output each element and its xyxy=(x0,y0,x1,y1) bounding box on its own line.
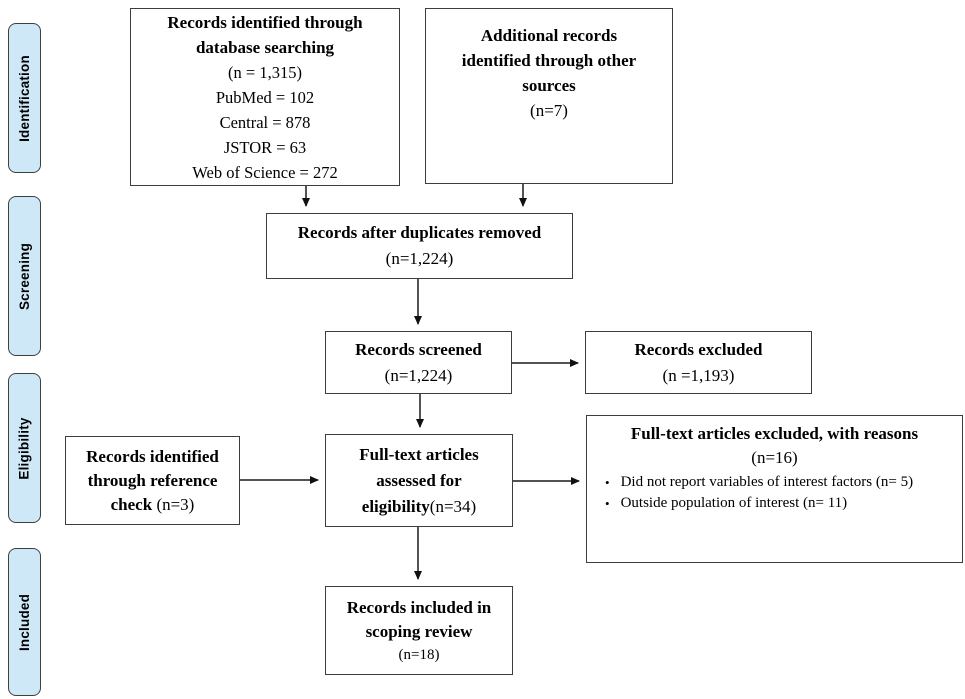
exclusion-reasons-list: • Did not report variables of interest fa… xyxy=(597,472,952,514)
stage-included: Included xyxy=(8,548,41,696)
exclusion-reason-item: • Outside population of interest (n= 11) xyxy=(597,493,952,514)
box-fulltext-assessed-text: Full-text articles assessed for eligibil… xyxy=(336,442,502,520)
box-records-excluded-title: Records excluded xyxy=(634,339,763,359)
box-reference-check-title: Records identified through reference che… xyxy=(86,446,219,514)
box-records-excluded: Records excluded (n =1,193) xyxy=(585,331,812,394)
exclusion-reason-text: Did not report variables of interest fac… xyxy=(620,474,914,490)
box-duplicates-removed: Records after duplicates removed (n=1,22… xyxy=(266,213,573,279)
box-records-included-title: Records included in scoping review xyxy=(346,597,492,641)
box-fulltext-excluded-n: (n=16) xyxy=(751,448,798,467)
box-reference-check-n: (n=3) xyxy=(156,494,195,514)
stage-screening: Screening xyxy=(8,196,41,356)
bullet-icon: • xyxy=(605,475,610,490)
box-reference-check: Records identified through reference che… xyxy=(65,436,240,525)
stage-identification: Identification xyxy=(8,23,41,173)
bullet-icon: • xyxy=(605,496,610,511)
box-records-screened: Records screened (n=1,224) xyxy=(325,331,512,394)
box-additional-records: Additional records identified through ot… xyxy=(425,8,673,184)
box-additional-records-n: (n=7) xyxy=(530,101,568,120)
source-web-of-science: Web of Science = 272 xyxy=(192,162,338,182)
stage-identification-label: Identification xyxy=(17,54,32,142)
source-central: Central = 878 xyxy=(219,112,311,132)
box-records-excluded-n: (n =1,193) xyxy=(662,365,735,385)
stage-eligibility: Eligibility xyxy=(8,373,41,523)
stage-screening-label: Screening xyxy=(17,242,33,310)
box-additional-records-title: Additional records identified through ot… xyxy=(461,26,637,95)
box-fulltext-assessed-n: (n=34) xyxy=(429,496,477,516)
box-records-database-search: Records identified through database sear… xyxy=(130,8,400,186)
box-records-screened-title: Records screened xyxy=(355,339,482,359)
box-fulltext-assessed-title: Full-text articles assessed for eligibil… xyxy=(359,444,479,516)
exclusion-reason-item: • Did not report variables of interest fa… xyxy=(597,472,952,493)
stage-included-label: Included xyxy=(17,593,33,651)
box-fulltext-assessed: Full-text articles assessed for eligibil… xyxy=(325,434,513,527)
source-jstor: JSTOR = 63 xyxy=(223,137,307,157)
box-reference-check-text: Records identified through reference che… xyxy=(72,445,233,517)
box-duplicates-removed-title: Records after duplicates removed xyxy=(297,223,542,242)
box-fulltext-excluded: Full-text articles excluded, with reason… xyxy=(586,415,963,563)
stage-eligibility-label: Eligibility xyxy=(17,416,32,480)
exclusion-reason-text: Outside population of interest (n= 11) xyxy=(620,495,848,511)
box-records-database-search-title: Records identified through database sear… xyxy=(167,12,363,57)
box-records-included-n: (n=18) xyxy=(398,646,440,663)
box-records-screened-n: (n=1,224) xyxy=(384,365,453,385)
box-fulltext-excluded-title: Full-text articles excluded, with reason… xyxy=(630,424,919,443)
box-records-included: Records included in scoping review (n=18… xyxy=(325,586,513,675)
box-records-database-search-n: (n = 1,315) xyxy=(228,62,302,82)
box-duplicates-removed-n: (n=1,224) xyxy=(385,249,454,268)
source-pubmed: PubMed = 102 xyxy=(215,87,315,107)
